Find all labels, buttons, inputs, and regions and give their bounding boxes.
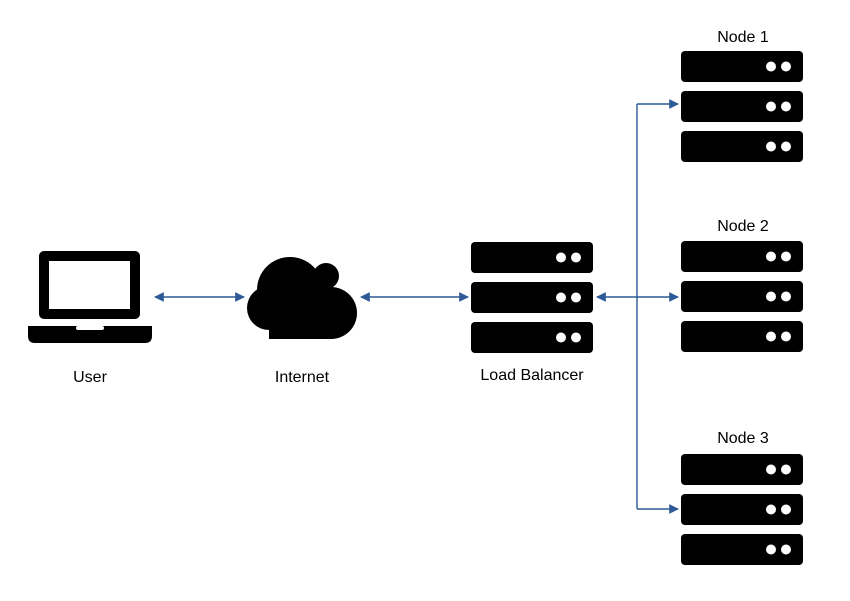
- server-unit: [681, 241, 803, 272]
- server-unit: [681, 494, 803, 525]
- server-unit: [681, 131, 803, 162]
- server-unit: [681, 91, 803, 122]
- connectors: [154, 99, 679, 514]
- server-unit: [681, 281, 803, 312]
- server-unit: [681, 321, 803, 352]
- server-unit: [471, 282, 593, 313]
- laptop-icon: [28, 251, 152, 343]
- node1-label: Node 1: [717, 29, 769, 46]
- cloud-icon: [247, 257, 357, 339]
- user-label: User: [73, 369, 107, 386]
- server-unit: [471, 322, 593, 353]
- node2-label: Node 2: [717, 218, 769, 235]
- server-unit: [681, 534, 803, 565]
- load-balancer-label: Load Balancer: [480, 367, 584, 384]
- server-unit: [681, 454, 803, 485]
- server-unit: [471, 242, 593, 273]
- node1-server-stack-icon: [681, 51, 803, 162]
- server-unit: [681, 51, 803, 82]
- node3-label: Node 3: [717, 430, 769, 447]
- node2-server-stack-icon: [681, 241, 803, 352]
- load-balancer-server-stack-icon: [471, 242, 593, 353]
- internet-label: Internet: [274, 369, 330, 386]
- node3-server-stack-icon: [681, 454, 803, 565]
